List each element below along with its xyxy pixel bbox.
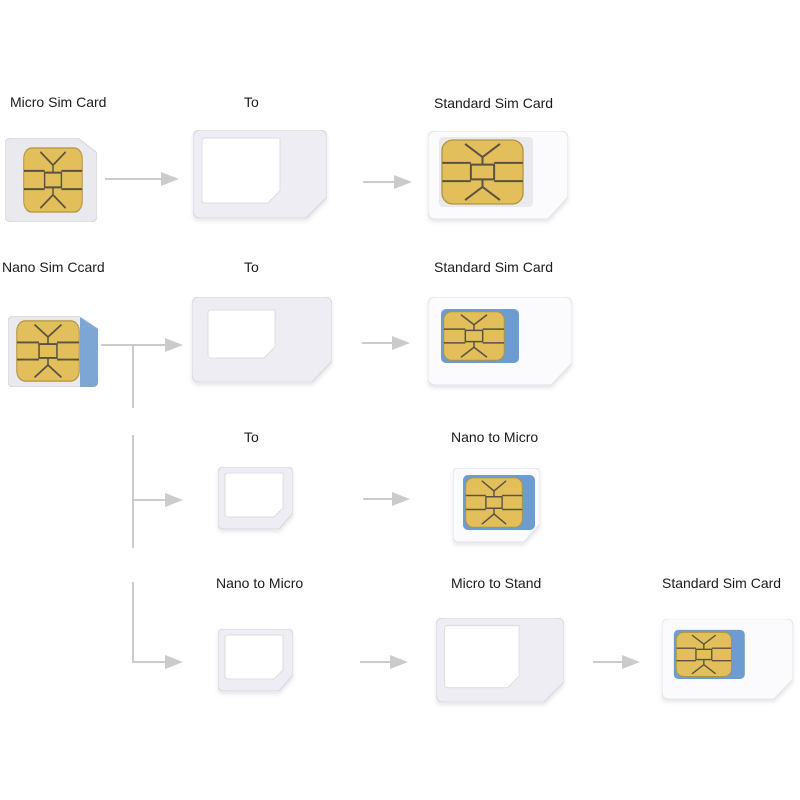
arrow-adapter-to-micro-result bbox=[363, 492, 410, 506]
micro-sim-assembled-image bbox=[453, 468, 540, 542]
label-nano-sim-card: Nano Sim Ccard bbox=[2, 259, 105, 275]
standard-sim-assembled-image-row4 bbox=[662, 618, 793, 700]
nano-sim-card-image bbox=[8, 316, 98, 387]
arrow-branch-to-micro-adapter bbox=[133, 493, 183, 507]
arrow-adapter-to-standard-row1 bbox=[363, 175, 412, 189]
arrowhead-branch-bottom bbox=[165, 655, 183, 669]
label-standard-sim-card-row1: Standard Sim Card bbox=[434, 95, 554, 111]
label-nano-to-micro-row4: Nano to Micro bbox=[216, 575, 304, 591]
nano-to-standard-adapter-image bbox=[192, 297, 332, 382]
connector-branch-line bbox=[132, 346, 165, 663]
label-nano-to-micro-row3: Nano to Micro bbox=[451, 429, 539, 445]
arrow-adapter-to-standard-row2 bbox=[362, 336, 410, 350]
micro-sim-card-image bbox=[5, 138, 97, 222]
label-standard-sim-card-row2: Standard Sim Card bbox=[434, 259, 554, 275]
nano-to-micro-adapter-image-row3 bbox=[218, 467, 293, 529]
micro-to-standard-adapter-image-row4 bbox=[433, 618, 567, 702]
label-to-row3: To bbox=[244, 429, 259, 445]
standard-sim-assembled-image-row1 bbox=[428, 131, 568, 219]
micro-to-standard-adapter-image bbox=[193, 130, 327, 218]
label-to-row2: To bbox=[244, 259, 259, 275]
arrow-standard-adapter-to-result bbox=[593, 655, 640, 669]
standard-sim-assembled-image-row2 bbox=[428, 297, 572, 385]
arrow-micro-adapter-to-standard-adapter bbox=[360, 655, 408, 669]
label-standard-sim-card-row4: Standard Sim Card bbox=[662, 575, 782, 591]
label-micro-sim-card: Micro Sim Card bbox=[10, 94, 107, 110]
label-micro-to-stand: Micro to Stand bbox=[451, 575, 542, 591]
arrow-nano-to-adapter bbox=[101, 338, 183, 352]
nano-to-micro-adapter-image-row4 bbox=[218, 628, 293, 692]
arrow-micro-to-adapter bbox=[105, 172, 179, 186]
label-to-row1: To bbox=[244, 94, 259, 110]
